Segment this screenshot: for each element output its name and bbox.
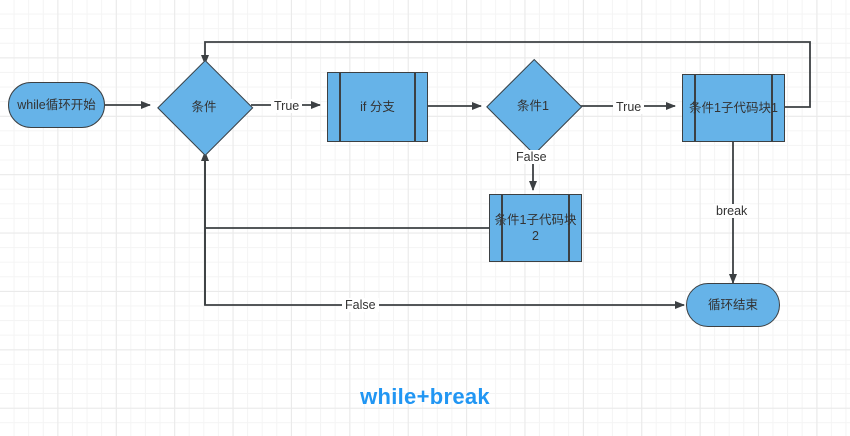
node-start-label: while循环开始	[17, 98, 96, 112]
edge-blk1-loopback-to-cond	[201, 41, 811, 108]
subroutine-bar-left	[501, 195, 503, 261]
subroutine-bar-right	[771, 75, 773, 141]
node-condition[interactable]: 条件	[156, 59, 254, 157]
subroutine-bar-left	[339, 73, 341, 141]
diagram-title: while+break	[360, 384, 490, 409]
edge-label-condition-1-false: False	[513, 150, 550, 164]
node-block-1[interactable]: 条件1子代码块1	[682, 74, 785, 142]
diamond-shape	[485, 58, 583, 156]
node-end-label: 循环结束	[707, 298, 758, 312]
edge-label-condition-true: True	[271, 99, 303, 113]
subroutine-bar-left	[694, 75, 696, 141]
edge-label-condition-false: False	[342, 298, 379, 312]
node-block-2[interactable]: 条件1子代码块2	[489, 194, 582, 262]
subroutine-bar-right	[568, 195, 570, 261]
diamond-shape	[156, 59, 254, 157]
node-if-branch[interactable]: if 分支	[327, 72, 428, 142]
node-condition-1[interactable]: 条件1	[485, 58, 583, 156]
node-block-1-label: 条件1子代码块1	[689, 101, 778, 115]
node-block-2-label: 条件1子代码块2	[494, 213, 577, 243]
edge-label-break: break	[713, 204, 751, 218]
node-start[interactable]: while循环开始	[8, 82, 105, 128]
subroutine-bar-right	[414, 73, 416, 141]
node-end[interactable]: 循环结束	[686, 283, 780, 327]
node-if-branch-label: if 分支	[360, 100, 395, 114]
edge-label-condition-1-true: True	[613, 100, 645, 114]
